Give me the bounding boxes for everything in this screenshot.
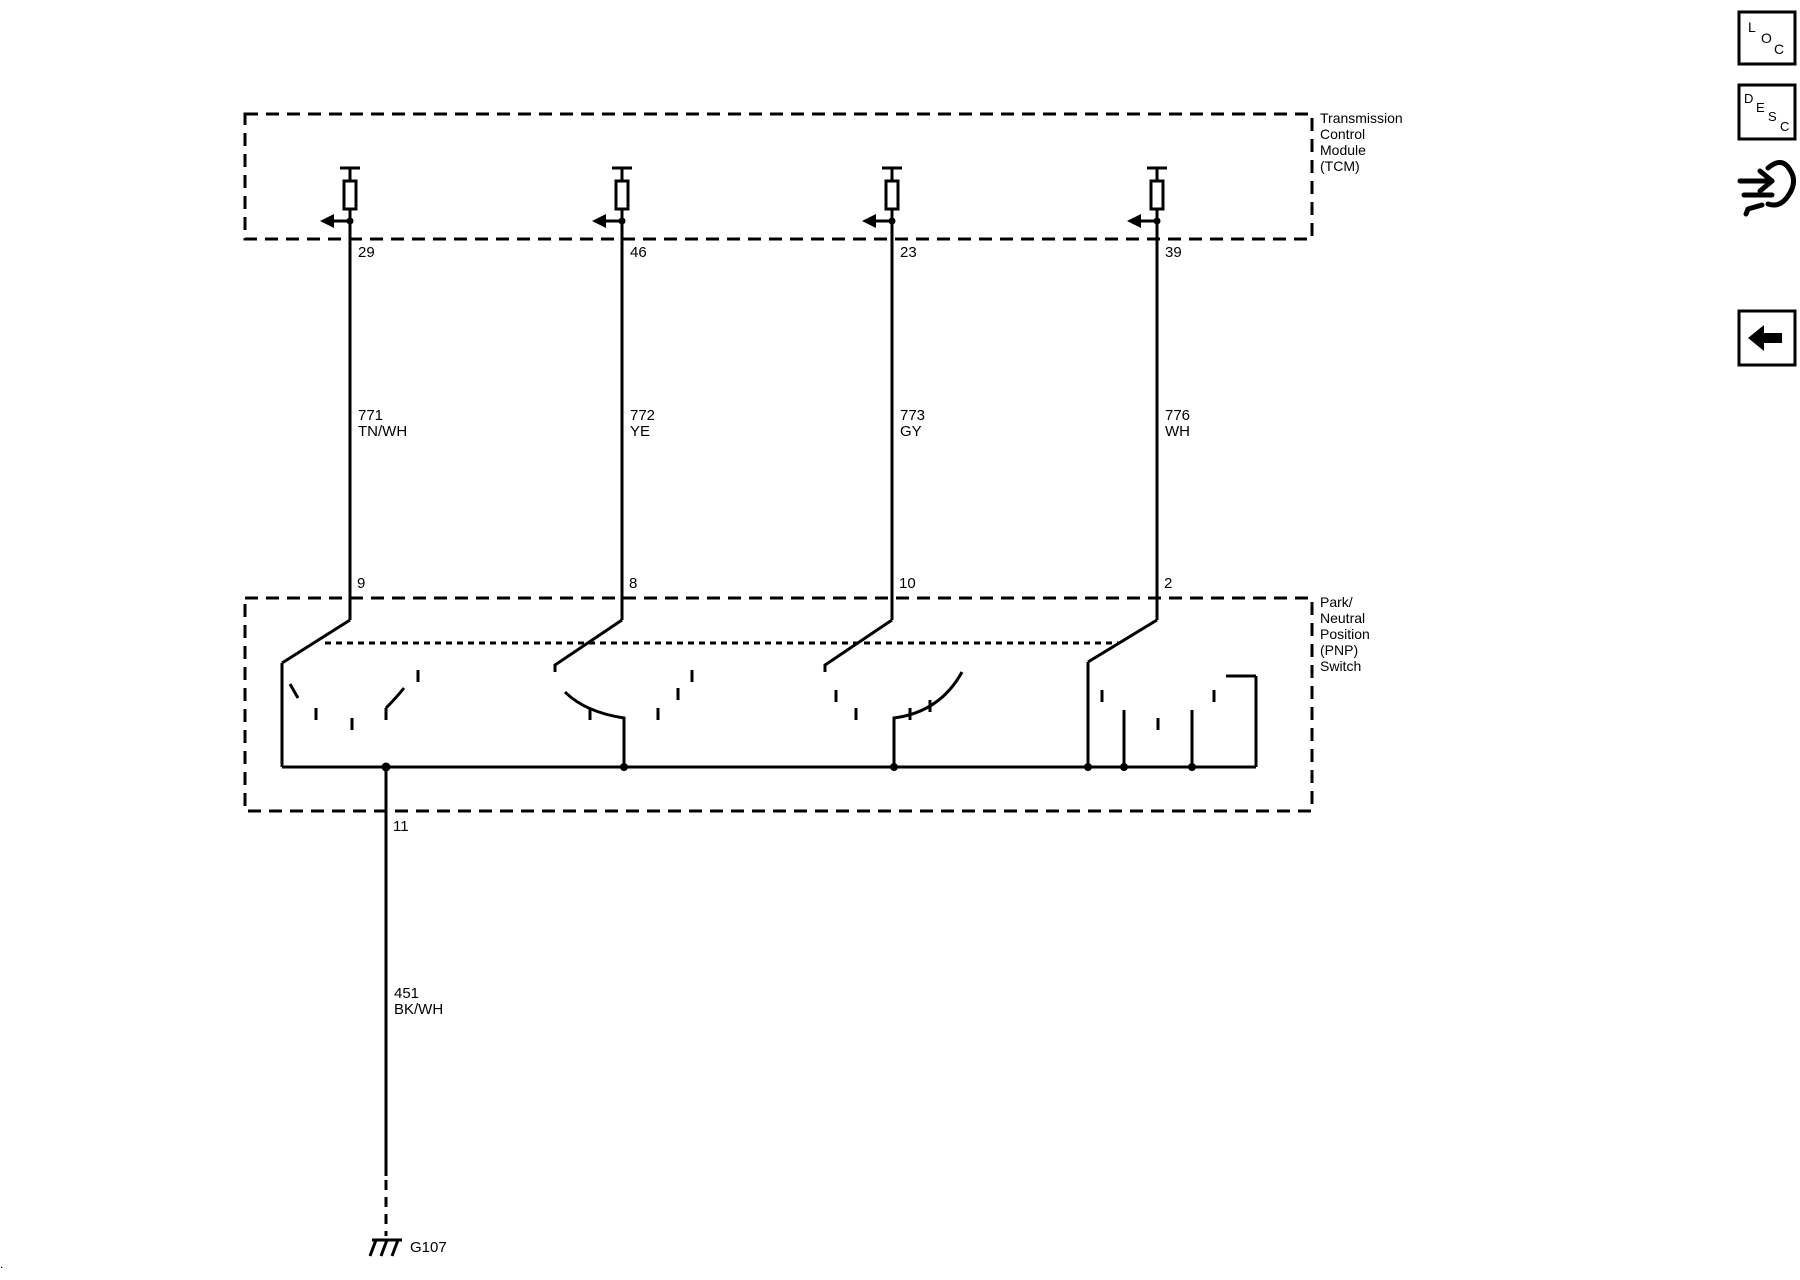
- circuit-1: 29 771 TN/WH 9: [281, 166, 407, 665]
- connector-end-view-button[interactable]: [1737, 160, 1796, 217]
- tcm-signal-arrow-icon: [862, 214, 876, 228]
- wire-color-label: TN/WH: [358, 423, 407, 440]
- splice-dot: [1084, 763, 1092, 771]
- pnp-module-label: Park/ Neutral Position (PNP) Switch: [1320, 594, 1374, 674]
- tcm-signal-arrow-icon: [320, 214, 334, 228]
- switch-ground-pin-label: 11: [393, 818, 409, 835]
- desc-letter: S: [1768, 109, 1777, 124]
- pnp-label-line: Park/: [1320, 594, 1353, 610]
- switch-section-4-contacts: [1086, 662, 1216, 767]
- switch-blade-2: [553, 618, 623, 672]
- switch-section-1-contacts: [288, 670, 420, 730]
- circuit-number-label: 771: [358, 407, 383, 424]
- loc-button-frame: [1737, 10, 1797, 66]
- tcm-label-line: Transmission: [1320, 110, 1403, 126]
- switch-blade-4: [1087, 618, 1158, 664]
- splice-dot: [890, 763, 898, 771]
- circuit-4: 39 776 WH 2: [1087, 166, 1190, 664]
- tcm-label-line: Module: [1320, 142, 1366, 158]
- tcm-pin-label: 23: [900, 244, 917, 261]
- tcm-module: Transmission Control Module (TCM): [243, 110, 1407, 241]
- back-button[interactable]: [1737, 309, 1797, 367]
- circuit-number-label: 773: [900, 407, 925, 424]
- pnp-switch-module: Park/ Neutral Position (PNP) Switch: [243, 594, 1374, 813]
- switch-pin-label: 2: [1164, 575, 1172, 592]
- switch-blade-3: [823, 618, 893, 672]
- switch-section-2-contacts: [563, 670, 694, 767]
- tcm-pullup-resistor-icon: [342, 179, 358, 211]
- tcm-pullup-resistor-icon: [1149, 179, 1165, 211]
- desc-letter: E: [1756, 100, 1765, 115]
- ground-circuit: 11 451 BK/WH G107: [368, 762, 447, 1257]
- circuit-2: 46 772 YE 8: [553, 166, 655, 672]
- desc-button[interactable]: D E S C: [1737, 83, 1797, 141]
- pnp-label-line: Neutral: [1320, 610, 1365, 626]
- splice-dot: [620, 763, 628, 771]
- pnp-label-line: Switch: [1320, 658, 1361, 674]
- loc-letter: O: [1761, 30, 1772, 46]
- desc-letter: D: [1744, 91, 1753, 106]
- circuit-3: 23 773 GY 10: [823, 166, 925, 672]
- tcm-label-line: Control: [1320, 126, 1365, 142]
- desc-button-frame: [1737, 83, 1797, 141]
- switch-pin-label: 9: [357, 575, 365, 592]
- wire-color-label: GY: [900, 423, 922, 440]
- tcm-pullup-resistor-icon: [614, 179, 630, 211]
- splice-dot: [1188, 763, 1196, 771]
- loc-letter: C: [1774, 41, 1784, 57]
- tcm-label-line: (TCM): [1320, 158, 1360, 174]
- back-arrow-icon: [1748, 325, 1782, 351]
- wire-color-label: YE: [630, 423, 650, 440]
- splice-dot: [1120, 763, 1128, 771]
- ground-symbol-icon: [368, 1238, 402, 1257]
- tcm-signal-arrow-icon: [1127, 214, 1141, 228]
- circuit-number-label: 772: [630, 407, 655, 424]
- tcm-signal-arrow-icon: [592, 214, 606, 228]
- ground-point-label: G107: [410, 1239, 447, 1256]
- pnp-label-line: Position: [1320, 626, 1370, 642]
- loc-letter: L: [1748, 19, 1756, 35]
- tcm-pin-label: 29: [358, 244, 375, 261]
- tcm-pullup-resistor-icon: [884, 179, 900, 211]
- ground-circuit-number-label: 451: [394, 985, 419, 1002]
- tcm-pin-label: 39: [1165, 244, 1182, 261]
- ground-wire-color-label: BK/WH: [394, 1001, 443, 1018]
- wire-color-label: WH: [1165, 423, 1190, 440]
- desc-letter: C: [1780, 119, 1789, 134]
- pnp-label-line: (PNP): [1320, 642, 1358, 658]
- switch-pin-label: 8: [629, 575, 637, 592]
- pnp-module-outline: [243, 596, 1314, 813]
- switch-section-3-contacts: [834, 671, 964, 767]
- tcm-module-label: Transmission Control Module (TCM): [1320, 110, 1407, 174]
- loc-button[interactable]: L O C: [1737, 10, 1797, 66]
- switch-pin-label: 10: [899, 575, 916, 592]
- page-corner-mark: .: [0, 1257, 3, 1271]
- connector-end-view-icon: [1737, 160, 1796, 217]
- circuit-number-label: 776: [1165, 407, 1190, 424]
- tcm-pin-label: 46: [630, 244, 647, 261]
- switch-blade-1: [281, 618, 351, 665]
- tcm-module-outline: [243, 112, 1314, 241]
